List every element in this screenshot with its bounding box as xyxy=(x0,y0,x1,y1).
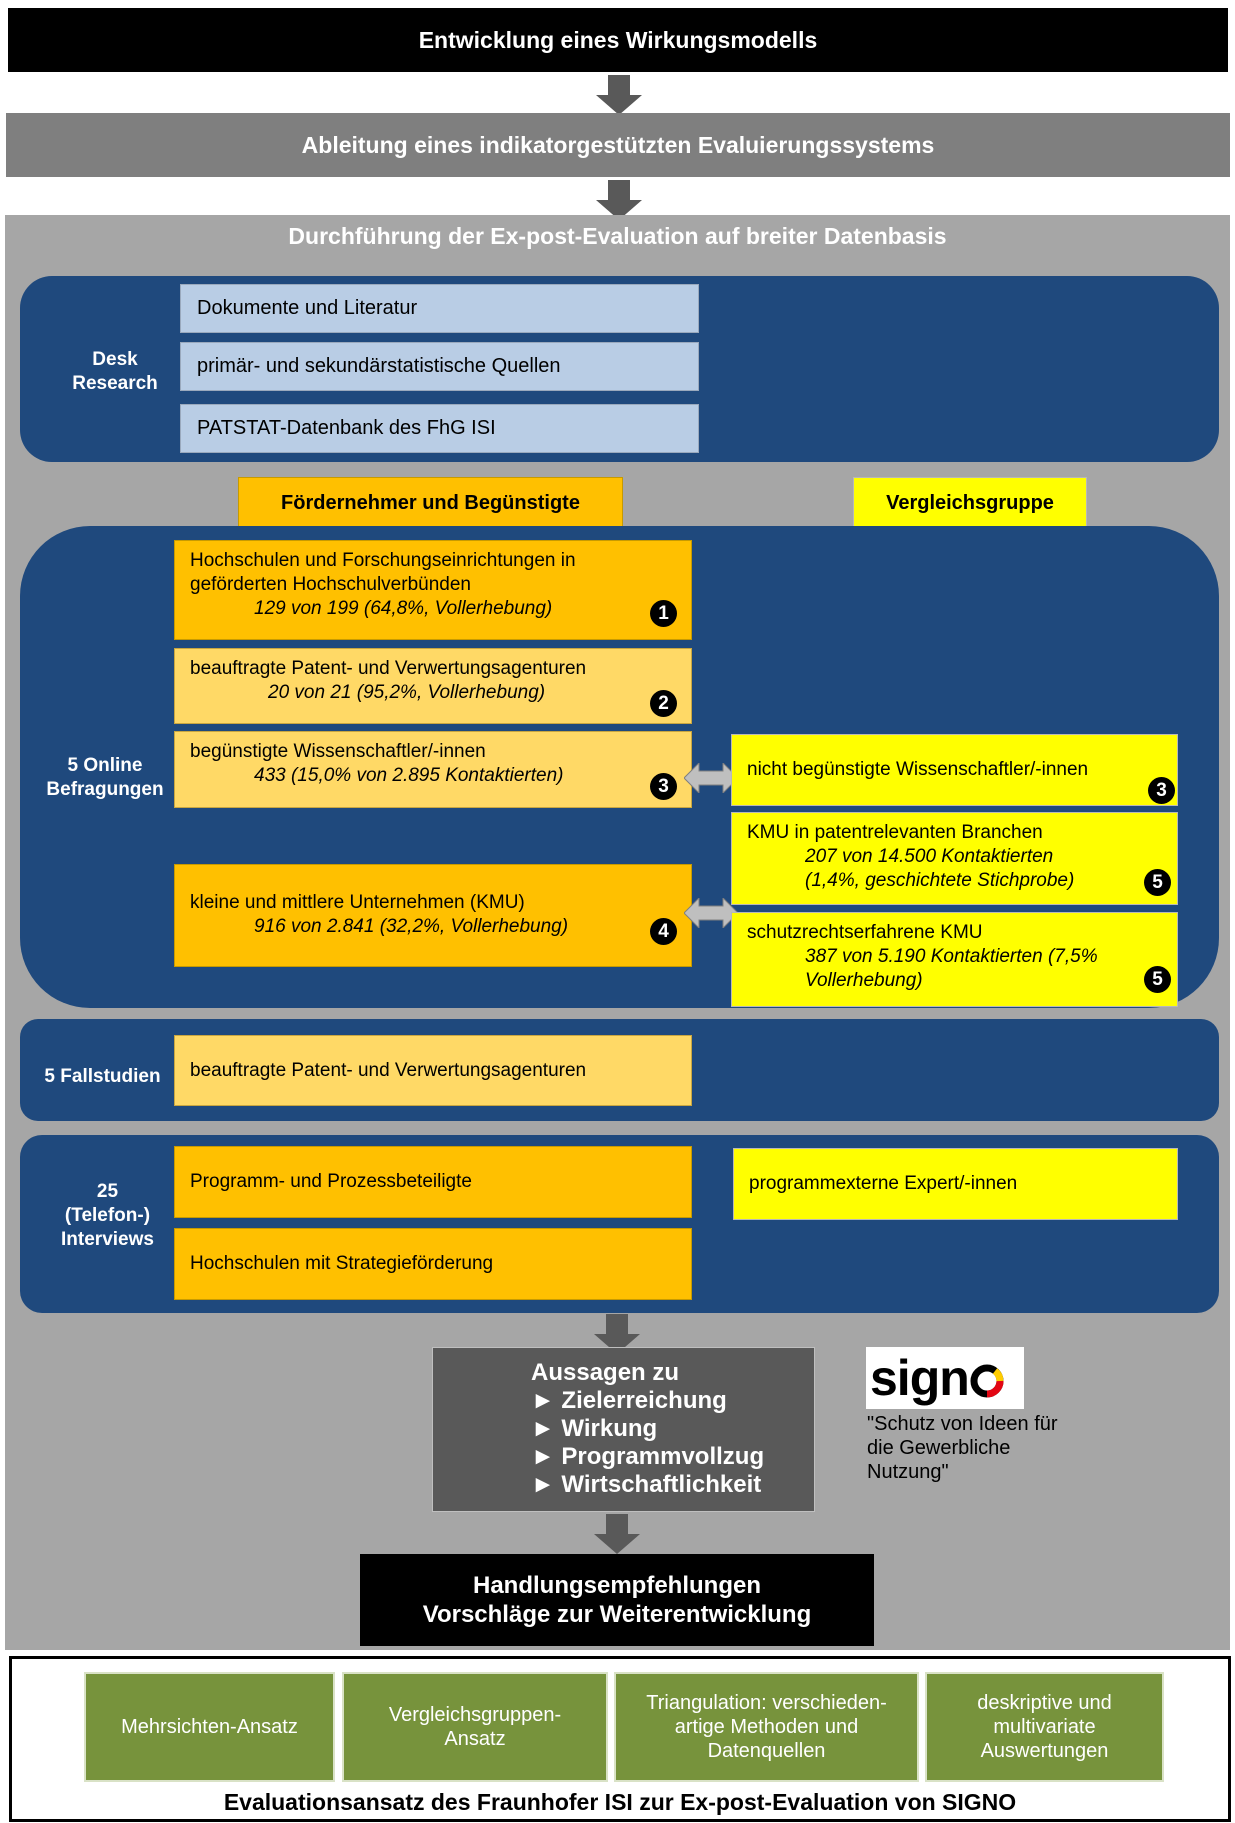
case-studies-item-text: beauftragte Patent- und Verwertungsagent… xyxy=(190,1059,587,1081)
desk-research-label: Desk Research xyxy=(72,349,158,394)
survey-stats: 433 (15,0% von 2.895 Kontaktierten) xyxy=(254,765,564,786)
desk-item: PATSTAT-Datenbank des FhG ISI xyxy=(180,404,699,453)
step3-title: Durchführung der Ex-post-Evaluation auf … xyxy=(288,223,947,249)
results-item: ► Wirkung xyxy=(531,1415,658,1442)
step1-bar: Entwicklung eines Wirkungsmodells xyxy=(8,8,1228,72)
comparison-title: schutzrechtserfahrene KMU xyxy=(747,922,983,943)
step1-title: Entwicklung eines Wirkungsmodells xyxy=(418,26,818,53)
desk-item: Dokumente und Literatur xyxy=(180,284,699,333)
interview-box: Hochschulen mit Strategieförderung xyxy=(174,1228,692,1300)
comparison-title: nicht begünstigte Wissenschaftler/-innen xyxy=(747,759,1089,780)
col-right-header: Vergleichsgruppe xyxy=(853,477,1087,529)
col-left-header: Fördernehmer und Begünstigte xyxy=(238,477,623,529)
case-studies-label: 5 Fallstudien xyxy=(44,1066,161,1087)
approach-text: deskriptive und multivariate Auswertunge… xyxy=(977,1692,1112,1762)
signo-logo-mark-icon xyxy=(970,1364,1004,1398)
interview-expert-text: programmexterne Expert/-innen xyxy=(749,1173,1018,1194)
recommendations-box: Handlungsempfehlungen Vorschläge zur Wei… xyxy=(360,1554,874,1646)
survey-title: begünstigte Wissenschaftler/-innen xyxy=(190,741,486,762)
signo-logo: sign xyxy=(866,1347,1024,1409)
col-right-header-text: Vergleichsgruppe xyxy=(886,491,1054,514)
survey-stats: 20 von 21 (95,2%, Vollerhebung) xyxy=(268,682,546,703)
comparison-box-scientists: nicht begünstigte Wissenschaftler/-innen xyxy=(731,734,1178,806)
approach-box: deskriptive und multivariate Auswertunge… xyxy=(925,1672,1164,1782)
survey-box-agencies: beauftragte Patent- und Verwertungsagent… xyxy=(174,648,692,724)
col-left-header-text: Fördernehmer und Begünstigte xyxy=(281,491,580,514)
double-arrow-icon xyxy=(684,898,738,928)
interview-box: Programm- und Prozessbeteiligte xyxy=(174,1146,692,1218)
survey-stats: 916 von 2.841 (32,2%, Vollerhebung) xyxy=(254,916,569,937)
approach-box: Vergleichsgruppen- Ansatz xyxy=(342,1672,608,1782)
results-item: ► Zielerreichung xyxy=(531,1387,727,1414)
double-arrow-icon xyxy=(684,763,738,793)
down-arrow-icon xyxy=(594,1514,640,1554)
recommendations-line1: Handlungsempfehlungen xyxy=(473,1572,761,1599)
recommendations-line2: Vorschläge zur Weiterentwicklung xyxy=(422,1601,812,1628)
interview-expert-box: programmexterne Expert/-innen xyxy=(733,1148,1178,1220)
results-item: ► Programmvollzug xyxy=(531,1443,765,1470)
comparison-stats: 387 von 5.190 Kontaktierten (7,5% xyxy=(805,946,1098,967)
signo-logo-text: sign xyxy=(870,1350,970,1406)
approach-box: Triangulation: verschieden- artige Metho… xyxy=(614,1672,919,1782)
interviews-label: 25 (Telefon-) Interviews xyxy=(61,1181,154,1250)
comparison-stats: Vollerhebung) xyxy=(805,970,923,991)
results-title: Aussagen zu xyxy=(531,1359,680,1386)
number-badge: 3 xyxy=(650,773,677,800)
number-badge: 5 xyxy=(1144,966,1171,993)
comparison-stats: (1,4%, geschichtete Stichprobe) xyxy=(805,870,1075,891)
approach-text: Triangulation: verschieden- artige Metho… xyxy=(646,1692,887,1762)
step2-title: Ableitung eines indikatorgestützten Eval… xyxy=(301,131,935,158)
online-surveys-label: 5 Online Befragungen xyxy=(46,755,164,800)
survey-title: kleine und mittlere Unternehmen (KMU) xyxy=(190,892,525,913)
desk-item: primär- und sekundärstatistische Quellen xyxy=(180,342,699,391)
results-box: Aussagen zu ► Zielerreichung ► Wirkung ►… xyxy=(432,1347,815,1512)
footer-title: Evaluationsansatz des Fraunhofer ISI zur… xyxy=(223,1789,1017,1815)
number-badge: 4 xyxy=(650,918,677,945)
survey-box-universities: Hochschulen und Forschungseinrichtungen … xyxy=(174,540,692,640)
comparison-box-patent-sme: KMU in patentrelevanten Branchen 207 von… xyxy=(731,812,1178,905)
number-badge: 1 xyxy=(650,600,677,627)
number-badge: 5 xyxy=(1144,869,1171,896)
interview-box-text: Programm- und Prozessbeteiligte xyxy=(190,1171,472,1192)
comparison-stats: 207 von 14.500 Kontaktierten xyxy=(805,846,1054,867)
survey-stats: 129 von 199 (64,8%, Vollerhebung) xyxy=(254,598,553,619)
results-item: ► Wirtschaftlichkeit xyxy=(531,1471,762,1498)
down-arrow-icon xyxy=(596,180,642,220)
approach-box: Mehrsichten-Ansatz xyxy=(84,1672,335,1782)
signo-quote: "Schutz von Ideen für die Gewerbliche Nu… xyxy=(867,1413,1058,1483)
down-arrow-icon xyxy=(594,1314,640,1354)
down-arrow-icon xyxy=(596,75,642,115)
approach-text: Mehrsichten-Ansatz xyxy=(121,1716,298,1738)
survey-box-sme: kleine und mittlere Unternehmen (KMU) 91… xyxy=(174,864,692,967)
survey-box-scientists: begünstigte Wissenschaftler/-innen 433 (… xyxy=(174,731,692,808)
approach-text: Vergleichsgruppen- Ansatz xyxy=(388,1704,562,1750)
number-badge: 3 xyxy=(1148,777,1175,804)
case-studies-item: beauftragte Patent- und Verwertungsagent… xyxy=(174,1035,692,1106)
comparison-title: KMU in patentrelevanten Branchen xyxy=(747,822,1043,843)
comparison-box-ip-sme: schutzrechtserfahrene KMU 387 von 5.190 … xyxy=(731,912,1178,1007)
survey-title: Hochschulen und Forschungseinrichtungen … xyxy=(190,550,576,595)
interview-box-text: Hochschulen mit Strategieförderung xyxy=(190,1253,494,1274)
survey-title: beauftragte Patent- und Verwertungsagent… xyxy=(190,658,587,679)
step2-bar: Ableitung eines indikatorgestützten Eval… xyxy=(6,113,1230,177)
number-badge: 2 xyxy=(650,690,677,717)
